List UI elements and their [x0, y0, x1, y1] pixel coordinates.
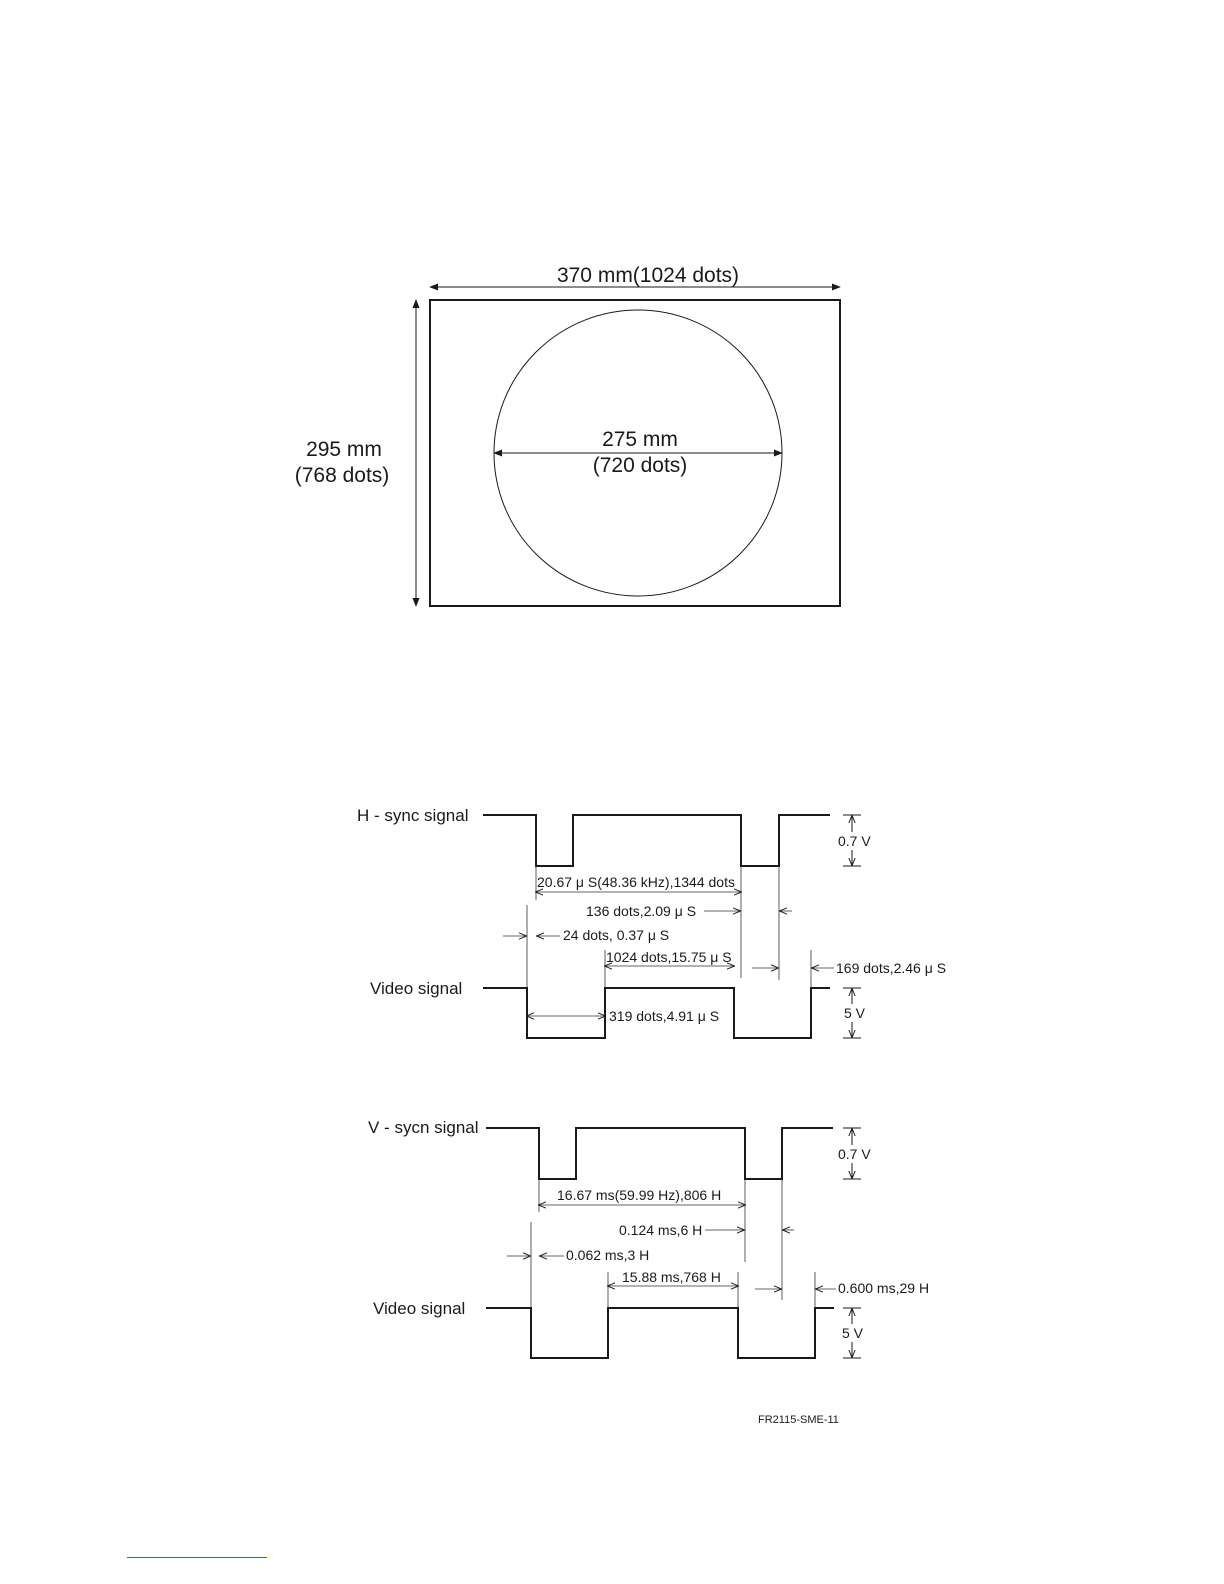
h-sync-amplitude-label: 0.7 V [838, 833, 871, 849]
screen-size-diagram: 370 mm(1024 dots) 295 mm (768 dots) 275 … [295, 264, 841, 607]
footer-rule [127, 1557, 267, 1558]
h-front-porch-label: 24 dots, 0.37 μ S [563, 927, 669, 943]
h-sync-label: H - sync signal [357, 806, 468, 825]
h-sync-width-label: 136 dots,2.09 μ S [586, 903, 696, 919]
h-blanking-label: 319 dots,4.91 μ S [609, 1008, 719, 1024]
v-back-porch-label: 0.600 ms,29 H [838, 1280, 929, 1296]
v-sync-width-label: 0.124 ms,6 H [619, 1222, 702, 1238]
v-timing-diagram: V - sycn signal 0.7 V 16.67 ms(59.99 Hz)… [368, 1118, 929, 1359]
v-video-waveform [486, 1307, 834, 1359]
h-timing-diagram: H - sync signal 0.7 V 20.67 μ S(48.36 kH… [357, 806, 946, 1039]
h-back-porch-label: 169 dots,2.46 μ S [836, 960, 946, 976]
h-period-label: 20.67 μ S(48.36 kHz),1344 dots [537, 874, 735, 890]
h-video-amplitude-label: 5 V [844, 1005, 866, 1021]
v-video-label: Video signal [373, 1299, 465, 1318]
width-label: 370 mm(1024 dots) [557, 264, 739, 287]
circle-label-line1: 275 mm [602, 428, 678, 451]
v-active-label: 15.88 ms,768 H [622, 1269, 721, 1285]
screen-frame [429, 299, 841, 607]
v-sync-label: V - sycn signal [368, 1118, 479, 1137]
v-video-amplitude-label: 5 V [842, 1325, 864, 1341]
h-sync-waveform [483, 814, 830, 867]
height-label-line2: (768 dots) [295, 464, 390, 487]
v-sync-waveform [486, 1127, 833, 1180]
circle-label-line2: (720 dots) [593, 454, 688, 477]
height-label-line1: 295 mm [306, 438, 382, 461]
h-active-label: 1024 dots,15.75 μ S [606, 949, 732, 965]
h-video-label: Video signal [370, 979, 462, 998]
v-sync-amplitude-label: 0.7 V [838, 1146, 871, 1162]
v-period-label: 16.67 ms(59.99 Hz),806 H [557, 1187, 721, 1203]
figure-id: FR2115-SME-11 [758, 1414, 839, 1426]
v-front-porch-label: 0.062 ms,3 H [566, 1247, 649, 1263]
